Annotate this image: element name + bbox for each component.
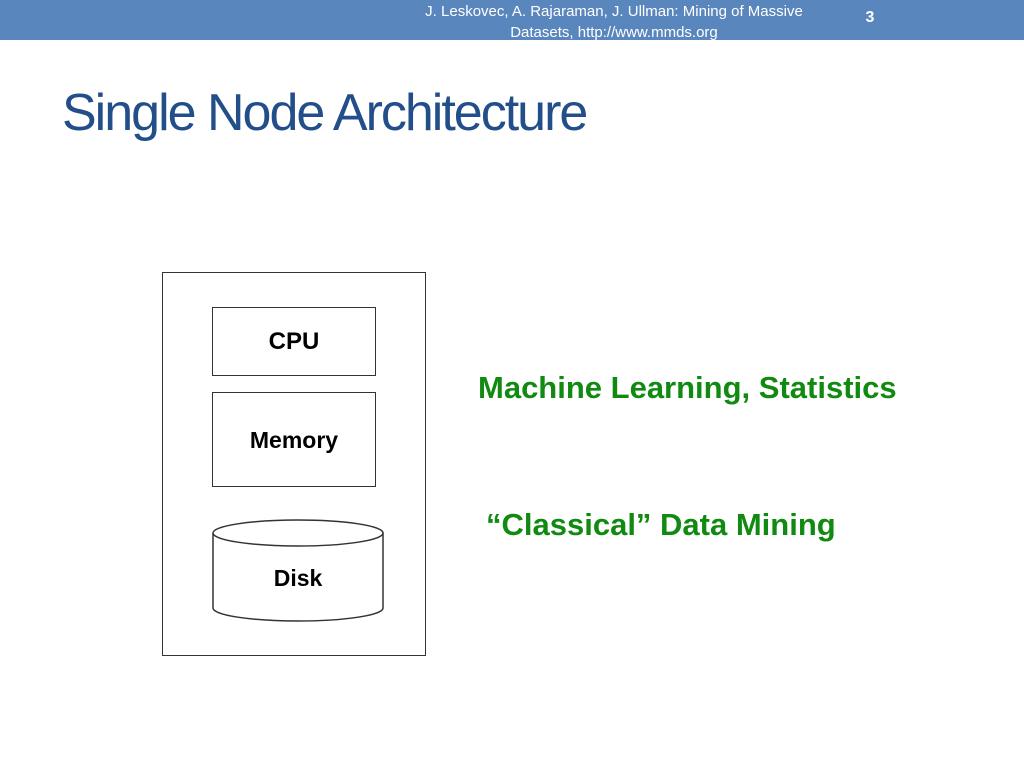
disk-cylinder-icon	[212, 519, 384, 622]
slide-number: 3	[865, 9, 875, 26]
single-node-box	[162, 272, 426, 656]
disk-label: Disk	[273, 565, 323, 591]
classical-data-mining-label: “Classical” Data Mining	[486, 507, 836, 542]
citation-line-2: Datasets, http://www.mmds.org	[510, 24, 718, 41]
slide-title: Single Node Architecture	[62, 84, 588, 142]
machine-learning-label: Machine Learning, Statistics	[478, 370, 897, 405]
header-bar: J. Leskovec, A. Rajaraman, J. Ullman: Mi…	[0, 0, 1024, 43]
cpu-label: CPU	[268, 328, 320, 355]
citation-text: J. Leskovec, A. Rajaraman, J. Ullman: Mi…	[384, 1, 844, 43]
cpu-box: CPU	[212, 307, 376, 376]
citation-line-1: J. Leskovec, A. Rajaraman, J. Ullman: Mi…	[425, 3, 803, 20]
memory-label: Memory	[249, 427, 339, 453]
memory-box: Memory	[212, 392, 376, 487]
